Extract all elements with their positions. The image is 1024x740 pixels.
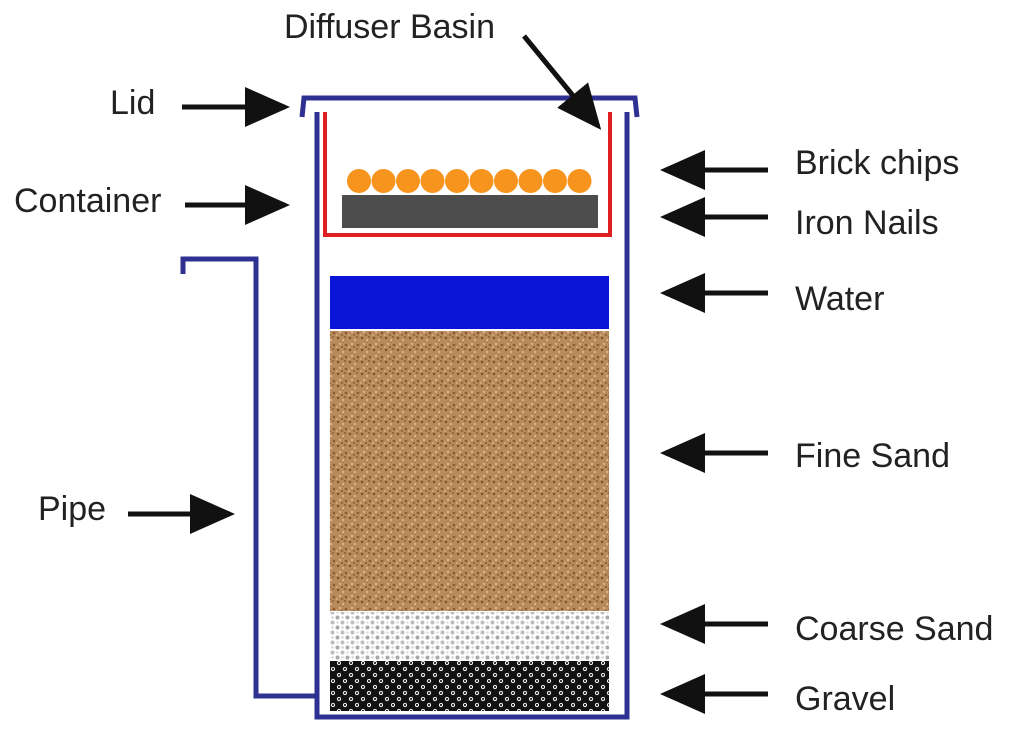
label-pipe: Pipe [38,490,107,528]
coarse-sand-layer [330,612,609,660]
brick-chip [469,169,494,193]
label-water: Water [795,280,885,318]
brick-chip [518,169,543,193]
brick-chips-layer [347,169,592,193]
brick-chip [371,169,396,193]
fine-sand-layer [330,331,609,611]
brick-chip [347,169,371,193]
iron-nails-layer [342,195,598,228]
label-gravel: Gravel [795,680,896,718]
brick-chip [445,169,469,193]
pipe [180,256,317,699]
brick-chip [567,169,592,193]
label-iron-nails: Iron Nails [795,204,939,242]
brick-chip [494,169,518,193]
label-brick-chips: Brick chips [795,144,960,182]
container-outline [314,112,630,720]
water-layer [330,276,609,329]
brick-chip [396,169,420,193]
diffuser-basin [323,112,612,237]
label-container: Container [14,182,162,220]
brick-chip [543,169,567,193]
label-diffuser-basin: Diffuser Basin [284,8,496,46]
label-coarse-sand: Coarse Sand [795,610,994,648]
label-fine-sand: Fine Sand [795,437,950,475]
lid [299,95,640,118]
arrow-diffuser-basin [522,34,602,130]
label-lid: Lid [110,84,156,122]
gravel-layer [330,661,609,711]
brick-chip [420,169,445,193]
